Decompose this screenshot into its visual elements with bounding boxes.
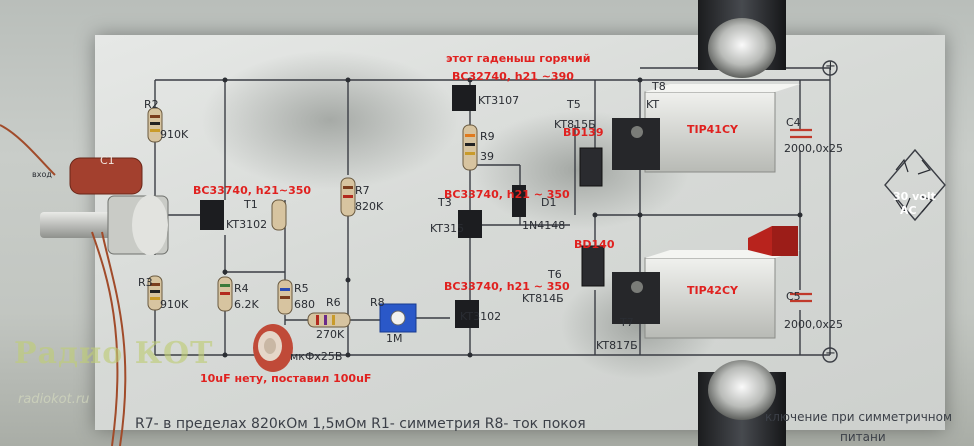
label-t4-part: KT3102	[460, 310, 502, 323]
caption-right-2: питани	[840, 430, 886, 444]
terminals	[822, 60, 838, 363]
label-r4: R4	[234, 282, 249, 295]
label-r7: R7	[355, 184, 370, 197]
label-t2-part: KT3107	[478, 94, 520, 107]
annotation-t1: BC33740, h21~350	[193, 184, 312, 197]
label-r6: R6	[326, 296, 341, 309]
label-c5-value: 2000,0x25	[784, 318, 843, 331]
potentiometer	[40, 195, 169, 255]
label-r5: R5	[294, 282, 309, 295]
capacitor-c1	[69, 157, 143, 195]
annotation-hot-note: этот гаденыш горячий	[446, 52, 591, 65]
resistors	[147, 107, 478, 328]
label-t6: T6	[548, 268, 562, 281]
annotation-t3: BC33740, h21 ~ 350	[444, 188, 570, 201]
label-c5: C5	[786, 290, 801, 303]
label-t3: T3	[438, 196, 452, 209]
annotation-tip42: TIP42CY	[687, 284, 739, 297]
label-r2-value: 910K	[160, 128, 189, 141]
capacitor-c3	[253, 324, 293, 372]
annotation-t4: BC33740, h21 ~ 350	[444, 280, 570, 293]
filter-capacitors	[790, 128, 812, 303]
label-t7-part: KT817Б	[596, 339, 638, 352]
caption-left: R7- в пределах 820кОм 1,5мОм R1- симметр…	[135, 416, 586, 432]
annotation-bd139: BD139	[563, 126, 604, 139]
label-t6-part: KT814Б	[522, 292, 564, 305]
label-r2: R2	[144, 98, 159, 111]
label-r8: R8	[370, 296, 385, 309]
label-c1: C1	[100, 154, 115, 167]
label-t5: T5	[567, 98, 581, 111]
label-t3-part: KT315	[430, 222, 465, 235]
label-t1: T1	[244, 198, 258, 211]
junctions	[222, 77, 803, 358]
annotation-tip41: TIP41CY	[687, 123, 739, 136]
label-d1-part: 1N4148	[522, 219, 566, 232]
label-r9-value: 39	[480, 150, 494, 163]
caption-right: ключение при симметричном	[765, 410, 953, 424]
annotation-rect-ac: AC	[900, 204, 917, 217]
label-r3-value: 910K	[160, 298, 189, 311]
small-transistors	[200, 85, 526, 328]
annotation-cap-note: 10uF нету, поставил 100uF	[200, 372, 372, 385]
watermark-url: radiokot.ru	[18, 392, 90, 407]
label-r5-value: 680	[294, 298, 315, 311]
label-r7-value: 820K	[355, 200, 384, 213]
label-t7: T7	[620, 316, 634, 329]
heatsinks	[612, 84, 800, 339]
label-minus: −	[825, 346, 836, 361]
label-t1-part: KT3102	[226, 218, 268, 231]
input-wire	[0, 124, 127, 446]
label-r9: R9	[480, 130, 495, 143]
speaker	[748, 226, 798, 256]
bridge-diodes	[895, 158, 934, 214]
label-t5-part: KT815Б	[554, 118, 596, 131]
label-r3: R3	[138, 276, 153, 289]
driver-transistors	[579, 147, 605, 287]
label-r6-value: 270K	[316, 328, 345, 341]
big-capacitors	[698, 0, 786, 446]
label-input: вход	[32, 170, 52, 179]
trimmer-r8	[379, 303, 417, 333]
label-c3-value: мкФх25В	[290, 350, 343, 363]
label-plus: +	[825, 59, 836, 74]
label-c4: C4	[786, 116, 801, 129]
label-t8-part: KT	[646, 98, 660, 111]
label-d1: D1	[541, 196, 557, 209]
label-c4-value: 2000,0x25	[784, 142, 843, 155]
label-t8: T8	[652, 80, 666, 93]
shadow-stain	[200, 50, 460, 190]
annotation-rect-volt: 30 volt	[893, 190, 936, 203]
label-r8-value: 1M	[386, 332, 403, 345]
label-r4-value: 6.2K	[234, 298, 259, 311]
watermark-logo: Радио КОТ	[14, 336, 214, 371]
annotation-bd140: BD140	[574, 238, 615, 251]
annotation-t-top: BC32740, h21 ~390	[452, 70, 574, 83]
